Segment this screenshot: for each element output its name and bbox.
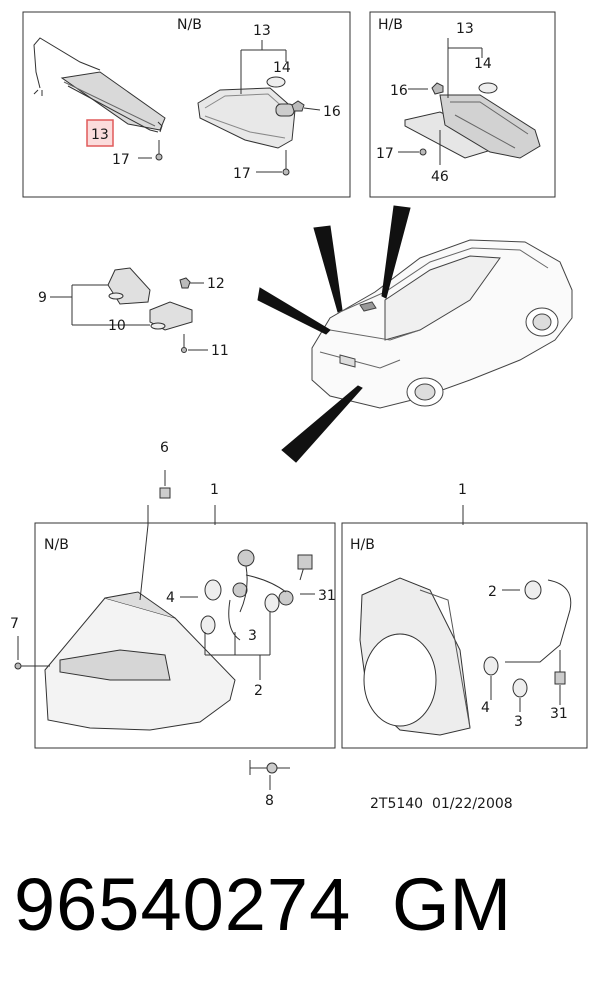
highlight-box-13: [86, 119, 114, 147]
pointer-wedge-left: [257, 287, 331, 335]
panel-top-left: [22, 11, 351, 198]
header-bottom-left: N/B: [44, 537, 69, 553]
callout-4: 4: [166, 590, 175, 606]
header-top-right: H/B: [378, 17, 403, 33]
panel-bottom-right: [341, 522, 588, 749]
callout-9: 9: [38, 290, 47, 306]
callout-8: 8: [265, 793, 274, 809]
tail-lamp-hb: [359, 577, 572, 736]
drawing-code: 2T5140 01/22/2008: [370, 796, 513, 812]
callout-14: 14: [273, 60, 291, 76]
callout-16: 16: [390, 83, 408, 99]
callout-7: 7: [10, 616, 19, 632]
panel-bottom-left: [34, 522, 336, 749]
brand-name: GM: [392, 863, 512, 946]
pointer-wedge-top-2: [381, 205, 411, 299]
tail-lamp-nb: [44, 549, 313, 731]
callout-3: 3: [248, 628, 257, 644]
lamp-cover-nb: [197, 76, 305, 176]
callout-17: 17: [112, 152, 130, 168]
callout-2: 2: [488, 584, 497, 600]
callout-1: 1: [458, 482, 467, 498]
callout-1: 1: [210, 482, 219, 498]
callout-16: 16: [323, 104, 341, 120]
callout-13: 13: [456, 21, 474, 37]
callout-3: 3: [514, 714, 523, 730]
callout-14: 14: [474, 56, 492, 72]
header-top-left: N/B: [177, 17, 202, 33]
callout-11: 11: [211, 343, 229, 359]
pointer-wedge-bottom: [281, 385, 363, 463]
callout-17: 17: [233, 166, 251, 182]
callout-31: 31: [318, 588, 336, 604]
callout-31: 31: [550, 706, 568, 722]
high-mount-stop-lamp-nb: [33, 37, 166, 161]
callout-10: 10: [108, 318, 126, 334]
panel-top-right: [369, 11, 556, 198]
pointer-wedge-top-1: [313, 225, 343, 313]
callout-13: 13: [253, 23, 271, 39]
header-bottom-right: H/B: [350, 537, 375, 553]
callout-2: 2: [254, 683, 263, 699]
part-number: 96540274: [14, 863, 352, 946]
callout-12: 12: [207, 276, 225, 292]
callout-46: 46: [431, 169, 449, 185]
callout-13-highlighted: 13: [91, 127, 109, 143]
license-lamp-assembly: [107, 267, 193, 353]
callout-6: 6: [160, 440, 169, 456]
callout-17: 17: [376, 146, 394, 162]
high-mount-stop-lamp-hb: [404, 82, 541, 159]
sedan-car-illustration: [311, 239, 573, 409]
callout-4: 4: [481, 700, 490, 716]
